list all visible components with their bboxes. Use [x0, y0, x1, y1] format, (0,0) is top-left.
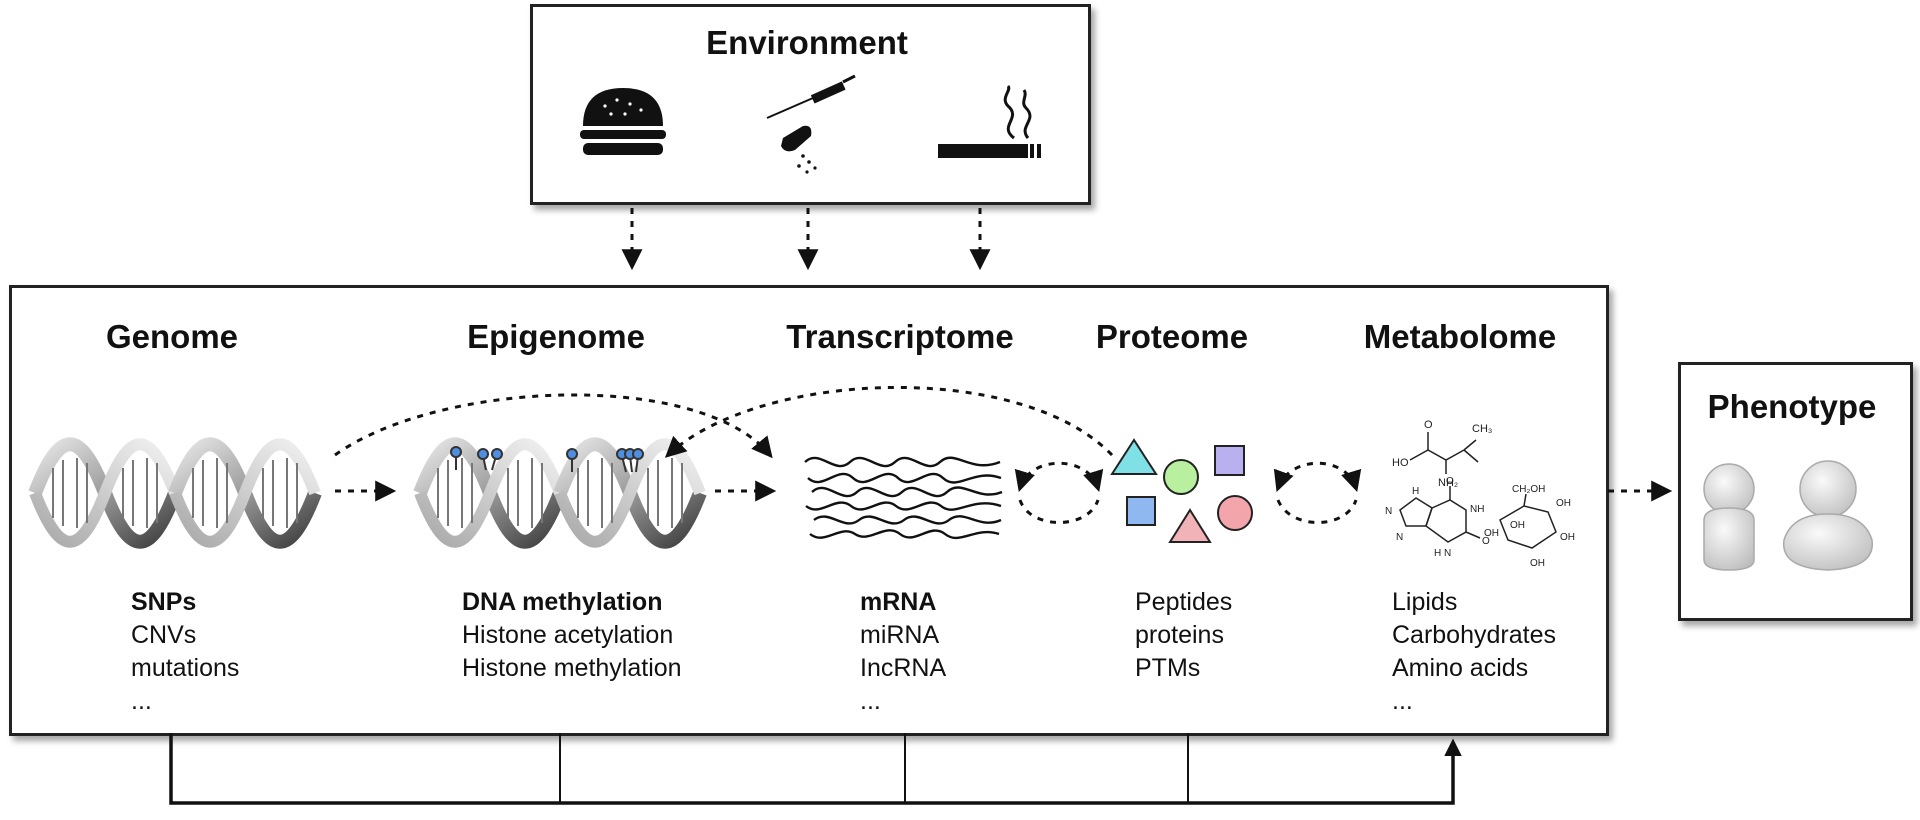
arrow-genome-transcriptome-curve [334, 393, 773, 459]
dna-helix-genome [35, 444, 315, 542]
feedback-bracket [169, 733, 1462, 805]
protein-square-blue [1126, 496, 1156, 526]
protein-shapes [1110, 438, 1253, 543]
list-item: SNPs [131, 588, 197, 616]
list-item: miRNA [860, 621, 940, 649]
genome-title: Genome [105, 318, 239, 355]
transcriptome-title: Transcriptome [786, 318, 1014, 355]
molecule-label: CH₃ [1472, 423, 1492, 435]
molecule-label: H [1412, 486, 1419, 497]
protein-triangle-cyan [1110, 438, 1158, 475]
metabolome-list: Lipids Carbohydrates Amino acids ... [1392, 586, 1556, 718]
epigenome-list: DNA methylation Histone acetylation Hist… [462, 586, 682, 685]
rna-strands [804, 456, 1003, 540]
list-item: IncRNA [860, 654, 947, 682]
list-item: Carbohydrates [1392, 621, 1556, 649]
molecule-label: N [1385, 506, 1392, 517]
arrow-proteome-metabolome [1273, 461, 1362, 493]
molecule-label: N [1396, 532, 1403, 543]
list-item: ... [860, 687, 881, 715]
list-item: mutations [131, 654, 240, 682]
person-icon [1783, 460, 1873, 571]
protein-square-purple [1214, 445, 1245, 476]
molecule-label: OH [1530, 558, 1545, 569]
genome-list: SNPs CNVs mutations ... [131, 586, 239, 718]
molecule-label: NH₂ [1438, 477, 1458, 489]
molecule-label: OH [1556, 498, 1571, 509]
burger-icon [580, 88, 666, 155]
proteome-list: Peptides proteins PTMs [1135, 586, 1232, 685]
molecule-label: O [1482, 536, 1490, 547]
methyl-groups [450, 446, 644, 473]
molecule-label: OH [1510, 520, 1525, 531]
amino-acid-molecule: HO O NH₂ CH₃ [1392, 419, 1492, 489]
molecule-label: NH [1470, 504, 1484, 515]
arrow-proteome-epigenome-curve [664, 385, 1114, 458]
proteome-title: Proteome [1095, 318, 1249, 355]
transcriptome-list: mRNA miRNA IncRNA ... [860, 586, 946, 718]
arrow-transcriptome-proteome [1014, 461, 1104, 493]
person-icon [1703, 463, 1755, 571]
list-item: mRNA [860, 588, 937, 616]
protein-triangle-pink [1168, 508, 1212, 543]
list-item: DNA methylation [462, 588, 663, 616]
list-item: ... [1392, 687, 1413, 715]
list-item: CNVs [131, 621, 197, 649]
protein-circle-pink [1217, 495, 1253, 531]
list-item: Amino acids [1392, 654, 1529, 682]
protein-circle-green [1163, 459, 1199, 495]
omics-box [9, 285, 1609, 736]
list-item: Histone acetylation [462, 621, 674, 649]
sugar-molecule: CH₂OH OH OH OH OH OH [1484, 484, 1575, 569]
metabolome-title: Metabolome [1363, 318, 1557, 355]
list-item: Lipids [1392, 588, 1458, 616]
list-item: PTMs [1135, 654, 1201, 682]
molecule-label: HO [1392, 457, 1409, 469]
molecule-label: OH [1484, 528, 1499, 539]
environment-title: Environment [706, 24, 908, 61]
molecule-label: H [1434, 548, 1441, 559]
epigenome-title: Epigenome [467, 318, 645, 355]
list-item: Histone methylation [462, 654, 682, 682]
molecule-label: CH₂OH [1512, 484, 1545, 495]
molecule-label: O [1446, 476, 1454, 487]
molecule-label: O [1424, 419, 1433, 431]
drug-syringe-pill-icon [766, 74, 856, 174]
list-item: proteins [1135, 621, 1224, 649]
phenotype-title: Phenotype [1707, 388, 1877, 425]
cigarette-icon [938, 84, 1041, 158]
molecule-label: N [1444, 548, 1451, 559]
list-item: ... [131, 687, 152, 715]
nucleobase-molecule: N N NH O H N O H [1385, 476, 1490, 559]
dna-helix-epigenome [420, 444, 700, 542]
list-item: Peptides [1135, 588, 1233, 616]
molecule-label: OH [1560, 532, 1575, 543]
